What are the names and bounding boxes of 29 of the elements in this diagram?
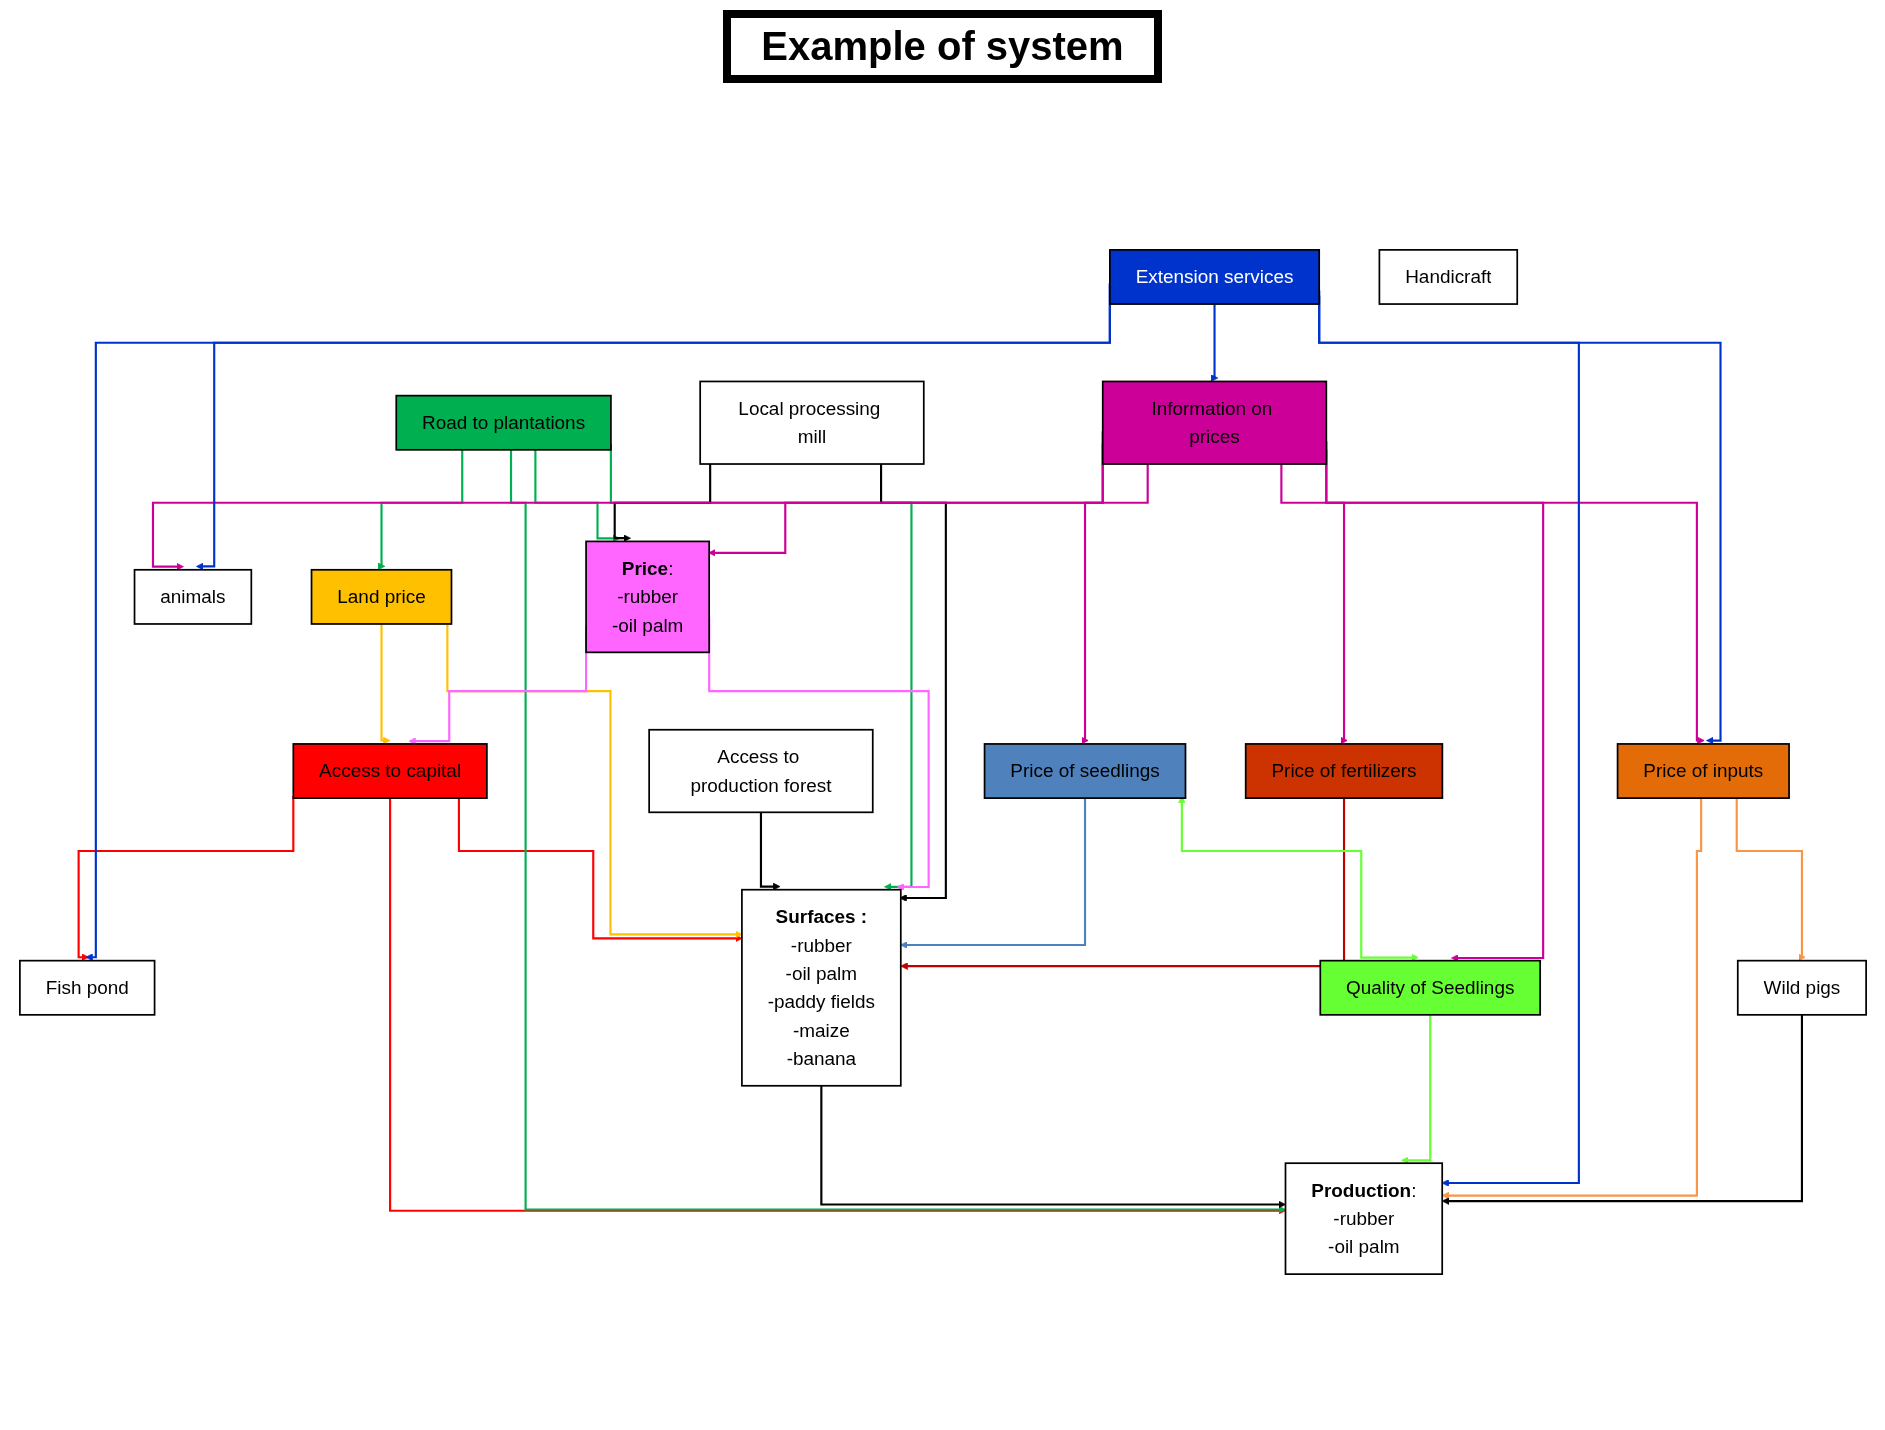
arrow: [1210, 303, 1218, 382]
arrow: [1441, 1014, 1803, 1205]
node-box: Price: -rubber -oil palm: [584, 540, 710, 653]
node-box: Information on prices: [1101, 380, 1327, 465]
node-box: Surfaces : -rubber -oil palm -paddy fields -maize -banana: [740, 888, 902, 1087]
arrow: [1279, 463, 1348, 744]
node-box: Access to capital: [291, 742, 488, 799]
node-box: Handicraft: [1378, 248, 1518, 305]
node-box: Fish pond: [18, 959, 155, 1016]
node-box: Local processing mill: [698, 380, 925, 465]
arrow: [1735, 797, 1806, 961]
arrow: [1080, 463, 1149, 744]
node-box: animals: [133, 568, 252, 625]
node-box: Road to plantations: [394, 394, 612, 451]
arrow: [1441, 797, 1702, 1199]
arrow: [1400, 1014, 1431, 1164]
node-box: Land price: [310, 568, 452, 625]
node-box: Price of seedlings: [983, 742, 1186, 799]
node-box: Extension services: [1108, 248, 1320, 305]
node-box: Price of inputs: [1616, 742, 1790, 799]
arrow: [379, 623, 391, 744]
node-box: Quality of Seedlings: [1318, 959, 1541, 1016]
diagram-title: Example of system: [723, 10, 1162, 83]
node-box: Price of fertilizers: [1244, 742, 1443, 799]
node-box: Access to production forest: [647, 728, 874, 813]
arrow: [759, 811, 780, 890]
arrow: [879, 463, 947, 902]
node-box: Production: -rubber -oil palm: [1284, 1161, 1443, 1275]
node-box: Wild pigs: [1736, 959, 1867, 1016]
